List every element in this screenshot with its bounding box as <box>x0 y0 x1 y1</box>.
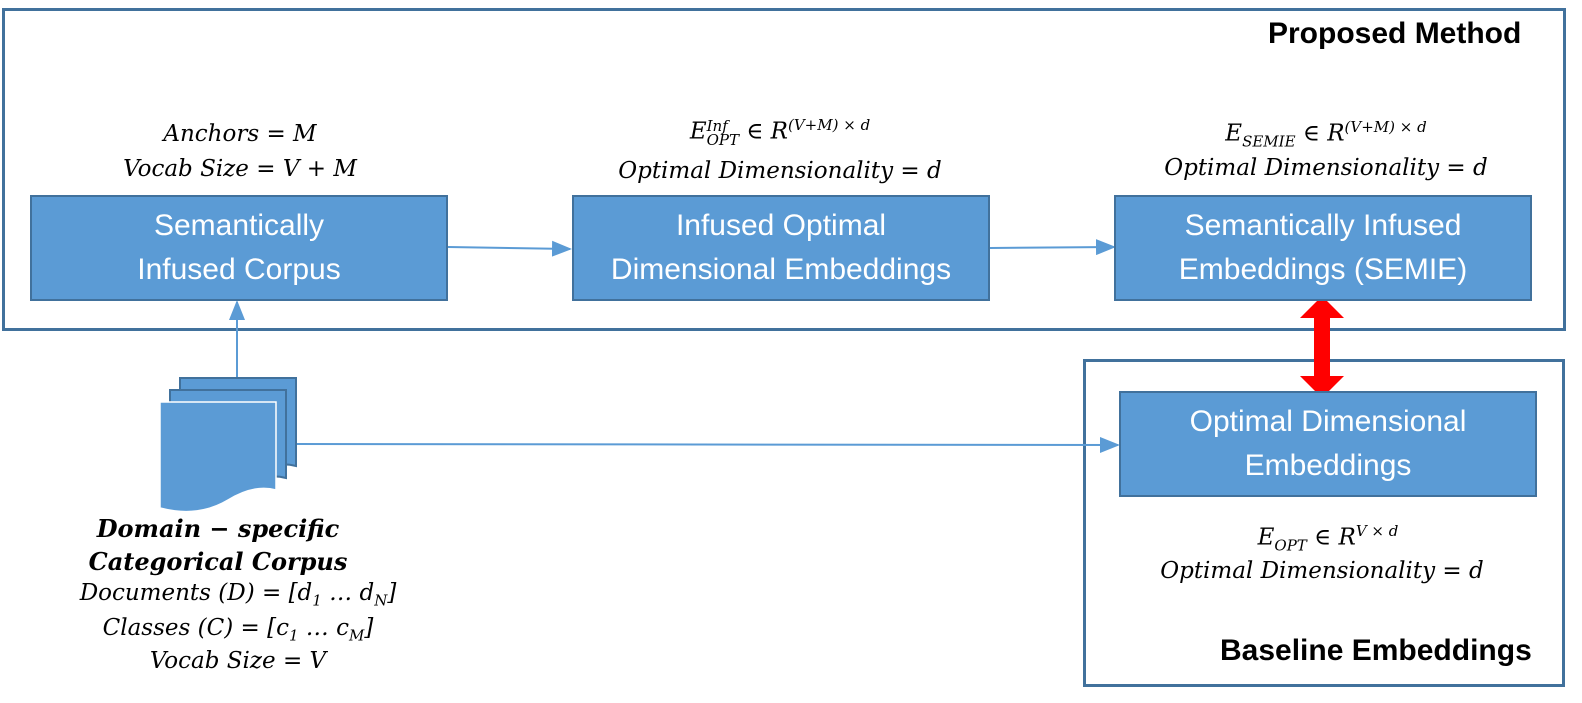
documents-close: ] <box>387 580 397 606</box>
anchors-equation: Anchors = M <box>163 121 317 147</box>
e-semie-sub: SEMIE <box>1242 132 1296 151</box>
corpus-vocab-lhs: Vocab Size <box>149 648 276 674</box>
e-inf-sub: OPT <box>706 130 740 149</box>
opt-dim-equation-2: Optimal Dimensionality = d <box>1164 155 1488 181</box>
semantically-infused-corpus-box: Semantically Infused Corpus <box>30 195 448 301</box>
e-opt-equation: EOPT ∈ RV × d <box>1128 514 1528 562</box>
e-opt-base: E <box>1257 524 1275 551</box>
document-stack-icon <box>159 377 297 513</box>
documents-mid: … d <box>321 580 375 606</box>
box-label-line2: Dimensional Embeddings <box>610 253 952 286</box>
classes-open: [c <box>267 615 289 641</box>
arrow-docs-to-baseline <box>295 436 1120 453</box>
documents-lhs: Documents (D) <box>79 580 255 606</box>
documents-equation: Documents (D) = [d1 … dN] <box>79 580 397 610</box>
double-arrow-icon <box>1300 296 1344 398</box>
e-semie-in: ∈ <box>1302 120 1320 147</box>
semie-box: Semantically Infused Embeddings (SEMIE) <box>1114 195 1532 301</box>
e-semie-base: E <box>1225 120 1243 147</box>
e-opt-in: ∈ <box>1314 524 1332 551</box>
documents-sub1: 1 <box>312 591 322 610</box>
box-label-line2: Infused Corpus <box>137 253 341 286</box>
e-inf-base: E <box>689 118 707 145</box>
proposed-method-title: Proposed Method <box>1268 17 1522 50</box>
anchors-lhs: Anchors <box>163 121 260 147</box>
e-opt-sub: OPT <box>1274 536 1307 555</box>
opt-dim-equation-1: Optimal Dimensionality = d <box>618 158 942 184</box>
baseline-title: Baseline Embeddings <box>1220 634 1532 667</box>
corpus-vocab-rhs: V <box>309 648 327 674</box>
box-label-line1: Infused Optimal <box>675 209 887 242</box>
box-label-line2: Embeddings <box>1244 449 1412 482</box>
e-semie-exp: (V+M) × d <box>1344 118 1427 136</box>
classes-lhs: Classes (C) <box>102 615 234 641</box>
documents-open: [d <box>288 580 313 606</box>
opt-dim-rhs: d <box>1469 558 1484 584</box>
e-inf-sup: Inf <box>706 116 728 135</box>
opt-dim-lhs: Optimal Dimensionality <box>1164 155 1440 181</box>
box-label-line2: Embeddings (SEMIE) <box>1178 253 1468 286</box>
classes-close: ] <box>364 615 374 641</box>
e-semie-R: R <box>1327 120 1345 147</box>
corpus-title-line2: Categorical Corpus <box>88 547 348 576</box>
proposed-method-frame <box>2 8 1566 331</box>
opt-dim-lhs: Optimal Dimensionality <box>1160 558 1436 584</box>
corpus-title-line1: Domain − specific <box>96 514 340 543</box>
classes-sub1: 1 <box>288 626 299 645</box>
e-inf-in: ∈ <box>746 118 764 145</box>
vocab-size-equation: Vocab Size = V + M <box>123 156 357 182</box>
optimal-dimensional-embeddings-box: Optimal Dimensional Embeddings <box>1119 391 1537 497</box>
e-opt-exp: V × d <box>1355 522 1399 540</box>
e-inf-exp: (V+M) × d <box>788 116 871 134</box>
box-label-line1: Semantically <box>153 209 325 242</box>
vocab-size-lhs: Vocab Size <box>123 156 249 182</box>
classes-equation: Classes (C) = [c1 … cM] <box>102 615 374 645</box>
arrow-corpus-to-infused <box>447 240 572 257</box>
infused-optimal-embeddings-box: Infused Optimal Dimensional Embeddings <box>572 195 990 301</box>
box-label-line1: Optimal Dimensional <box>1189 405 1467 438</box>
e-semie-equation: ESEMIE ∈ R(V+M) × d <box>1126 110 1526 158</box>
classes-mid: … c <box>298 615 350 641</box>
opt-dim-rhs: d <box>1473 155 1488 181</box>
opt-dim-rhs: d <box>927 158 942 184</box>
vocab-size-rhs: V + M <box>282 156 357 182</box>
documents-subN: N <box>374 591 388 610</box>
corpus-vocab-equation: Vocab Size = V <box>149 648 327 674</box>
e-opt-R: R <box>1338 524 1356 551</box>
classes-subM: M <box>349 626 365 645</box>
opt-dim-lhs: Optimal Dimensionality <box>618 158 894 184</box>
e-inf-R: R <box>770 118 788 145</box>
box-label-line1: Semantically Infused <box>1184 209 1462 242</box>
opt-dim-equation-3: Optimal Dimensionality = d <box>1160 558 1484 584</box>
arrow-infused-to-semie <box>989 239 1116 256</box>
anchors-rhs: M <box>293 121 317 147</box>
